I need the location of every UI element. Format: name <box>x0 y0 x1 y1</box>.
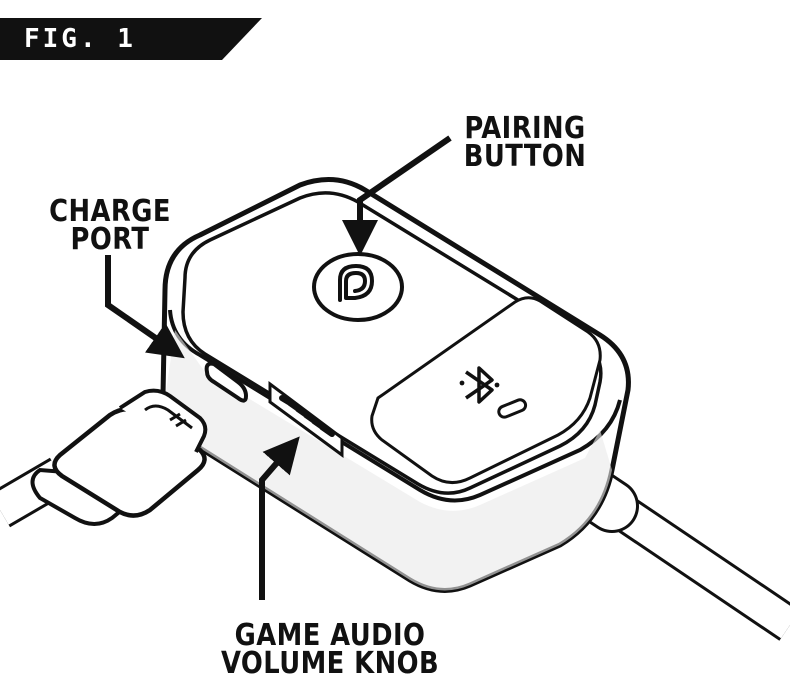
bluetooth-icon <box>459 366 500 404</box>
figure-badge: FIG. 1 <box>0 0 270 62</box>
volume-knob-label-line-2: VOLUME KNOB <box>220 646 440 681</box>
charge-port-label-line-1: CHARGE <box>49 194 171 229</box>
bluetooth-panel <box>370 296 602 484</box>
charge-port-label: CHARGE PORT <box>41 194 179 257</box>
volume-knob[interactable] <box>268 381 344 458</box>
brand-logo-icon <box>338 264 374 302</box>
usb-cable <box>0 388 208 528</box>
volume-knob-label-line-1: GAME AUDIO <box>234 618 426 653</box>
figure-label: FIG. 1 <box>24 24 136 54</box>
pairing-button[interactable] <box>312 252 404 322</box>
charge-port-arrow <box>105 255 185 359</box>
charge-port-label-line-2: PORT <box>70 222 150 257</box>
pairing-button-label: PAIRING BUTTON <box>452 111 598 174</box>
pairing-button-label-line-1: PAIRING <box>464 111 586 146</box>
volume-knob-arrow <box>259 436 300 600</box>
charge-port <box>204 361 249 403</box>
figure-badge-background <box>0 18 262 60</box>
pairing-button-label-line-2: BUTTON <box>463 139 587 174</box>
volume-knob-label: GAME AUDIO VOLUME KNOB <box>205 618 454 681</box>
status-led <box>497 398 528 419</box>
pairing-button-arrow <box>342 135 452 256</box>
